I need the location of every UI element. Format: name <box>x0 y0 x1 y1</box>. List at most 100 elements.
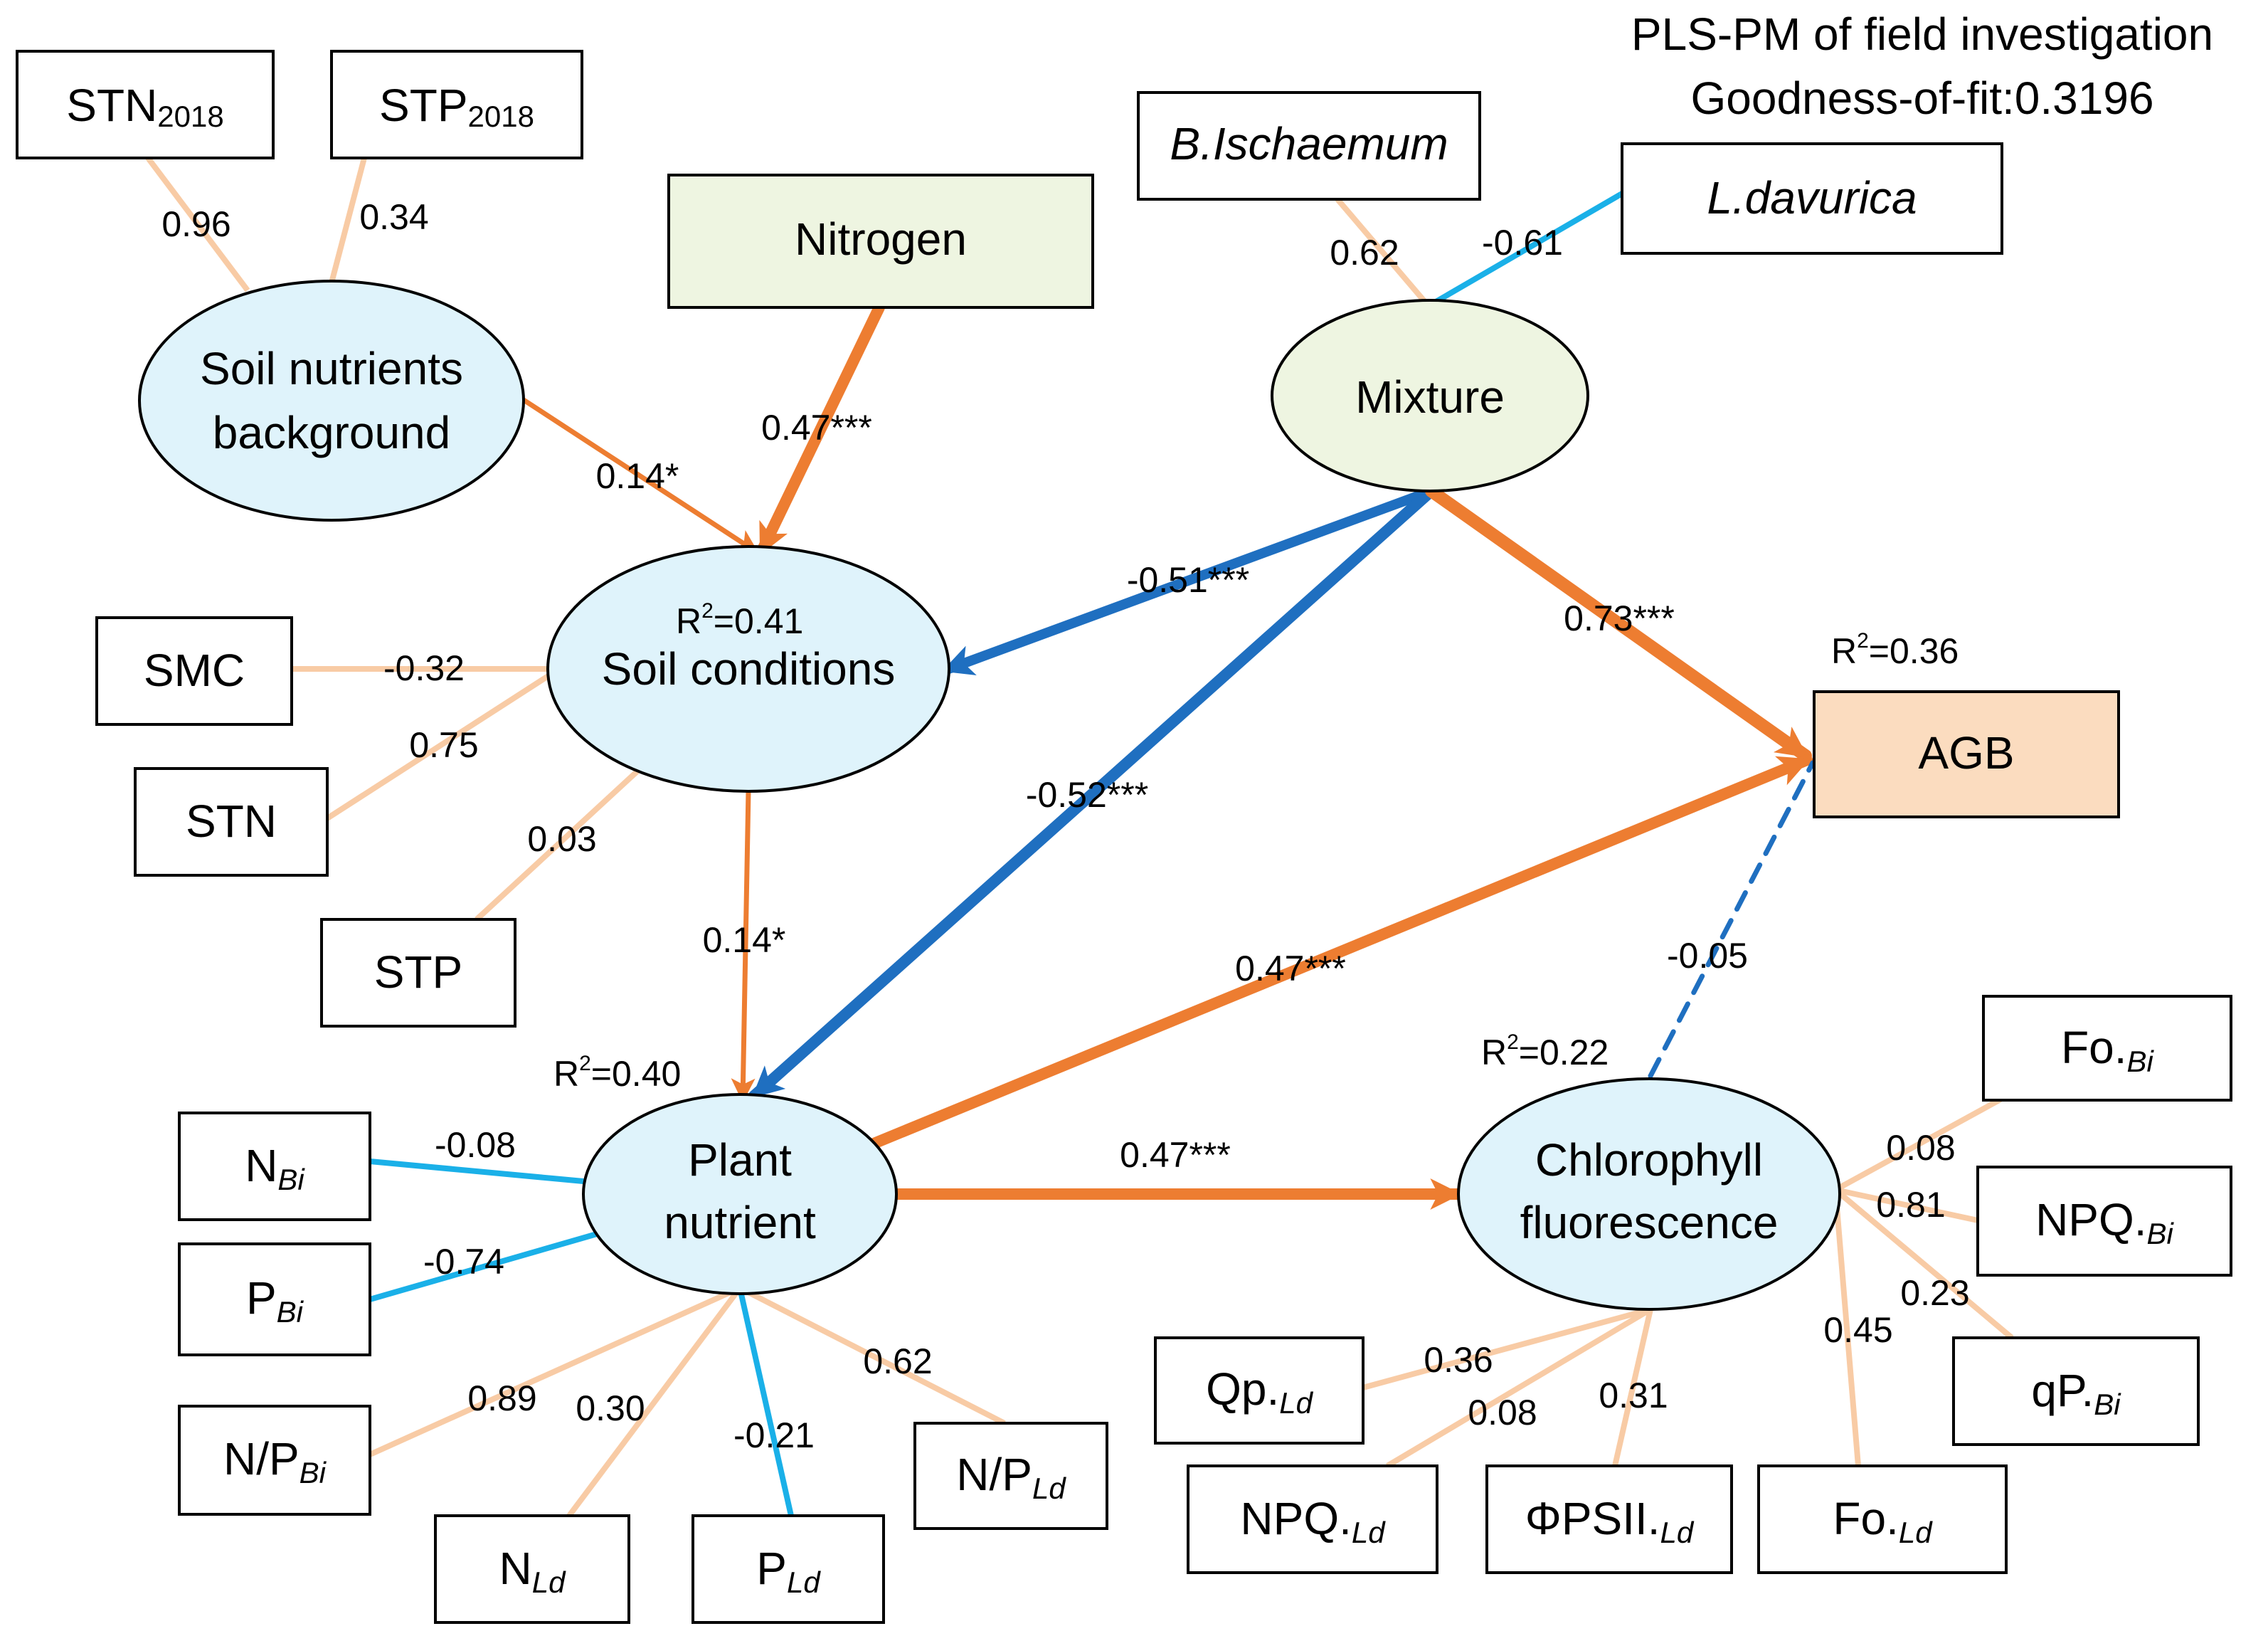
path-label-plant-to-agb: 0.47*** <box>1235 949 1346 988</box>
indicator-l-davurica: L.davurica <box>1621 142 2003 255</box>
loading-npq-bi: 0.81 <box>1876 1185 1945 1225</box>
indicator-stp: STP <box>320 918 516 1028</box>
agb-box: AGB R2=0.36 <box>1813 629 2120 818</box>
latent-snb: Soil nutrients background <box>138 280 525 522</box>
path-label-nitrogen-to-soil: 0.47*** <box>761 408 872 448</box>
svg-text:N/PBi: N/PBi <box>223 1433 327 1489</box>
loading-line-npq-ld <box>1385 1307 1653 1469</box>
loading-line-np-bi <box>369 1285 741 1457</box>
indicator-n-bi: NBi <box>178 1112 371 1221</box>
path-arrow-plant-to-agb <box>859 754 1813 1153</box>
path-arrow-mixture-to-plant <box>748 485 1437 1102</box>
indicator-b-ischaemum: B.Ischaemum <box>1137 91 1481 201</box>
loading-lines <box>145 156 2014 1518</box>
svg-text:Qp.Ld: Qp.Ld <box>1206 1363 1314 1420</box>
title-block: PLS-PM of field investigation Goodness-o… <box>1631 9 2213 124</box>
path-arrow-mixture-to-soil <box>940 486 1436 675</box>
path-labels: 0.14* 0.47*** -0.51*** 0.73*** -0.52*** … <box>596 408 1748 1175</box>
loading-line-phipsii-ld <box>1612 1309 1653 1467</box>
indicator-stn: STN <box>134 767 329 877</box>
loading-stn2018: 0.96 <box>161 204 230 244</box>
loading-qp-ld: 0.36 <box>1424 1340 1493 1380</box>
indicator-npq-bi: NPQ.Bi <box>1976 1166 2232 1277</box>
loading-qp-bi: 0.23 <box>1900 1273 1969 1313</box>
loading-stp: 0.03 <box>527 819 596 859</box>
indicator-np-ld: N/PLd <box>913 1422 1108 1530</box>
svg-text:Fo.Ld: Fo.Ld <box>1833 1493 1933 1549</box>
svg-text:NPQ.Ld: NPQ.Ld <box>1240 1493 1386 1549</box>
chl-label-line2: fluorescence <box>1520 1197 1779 1248</box>
soil-conditions-label: Soil conditions <box>602 643 896 695</box>
svg-text:NBi: NBi <box>245 1140 305 1196</box>
title-line1: PLS-PM of field investigation <box>1631 9 2213 60</box>
loading-line-fo-bi <box>1834 1097 2002 1193</box>
svg-text:ΦPSII.Ld: ΦPSII.Ld <box>1525 1493 1695 1549</box>
latent-chlorophyll-fluorescence: Chlorophyll fluorescence R2=0.22 <box>1457 1030 1841 1311</box>
latent-snb-label-line2: background <box>213 407 450 458</box>
path-arrow-chl-to-agb <box>1648 760 1816 1079</box>
nitrogen-label: Nitrogen <box>795 213 967 265</box>
loading-labels: 0.96 0.34 0.62 -0.61 -0.32 0.75 0.03 -0.… <box>161 197 1969 1455</box>
loading-fo-bi: 0.08 <box>1886 1128 1955 1168</box>
latent-soil-conditions: R2=0.41 Soil conditions <box>546 545 950 793</box>
loading-line-stn <box>325 666 561 821</box>
loading-n-ld: 0.30 <box>576 1388 645 1428</box>
latent-mixture: Mixture <box>1271 299 1589 492</box>
loading-p-bi: -0.74 <box>423 1242 504 1282</box>
loading-fo-ld: 0.45 <box>1823 1310 1892 1350</box>
path-label-mixture-to-plant: -0.52*** <box>1026 775 1148 815</box>
indicator-stp2018: STP2018 <box>330 50 583 159</box>
loading-line-npq-bi <box>1835 1187 1978 1223</box>
svg-text:STP: STP <box>374 946 462 998</box>
indicator-smc: SMC <box>95 616 293 726</box>
svg-text:NLd: NLd <box>499 1543 567 1599</box>
loading-line-qp-bi <box>1833 1187 2014 1341</box>
indicator-fo-bi: Fo.Bi <box>1982 995 2232 1102</box>
latent-plant-nutrient: Plant nutrient R2=0.40 <box>553 1052 898 1295</box>
indicator-qp-ld: Qp.Ld <box>1154 1336 1364 1445</box>
loading-line-l-davurica <box>1426 191 1624 309</box>
indicator-n-ld: NLd <box>434 1514 630 1624</box>
loading-line-fo-ld <box>1833 1189 1861 1467</box>
nitrogen-box: Nitrogen <box>667 174 1094 309</box>
loading-stn: 0.75 <box>409 725 478 765</box>
path-arrow-nitrogen-to-soil <box>756 302 885 558</box>
latent-snb-label-line1: Soil nutrients <box>200 343 463 394</box>
loading-line-p-ld <box>737 1287 794 1516</box>
loading-line-n-bi <box>369 1158 584 1184</box>
path-label-mixture-to-agb: 0.73*** <box>1564 598 1675 638</box>
plant-nutrient-label-line2: nutrient <box>664 1197 816 1248</box>
svg-text:NPQ.Bi: NPQ.Bi <box>2035 1194 2174 1250</box>
mixture-label: Mixture <box>1355 371 1505 423</box>
loading-l-davurica: -0.61 <box>1482 223 1563 263</box>
svg-text:qP.Bi: qP.Bi <box>2031 1365 2121 1421</box>
loading-p-ld: -0.21 <box>733 1415 815 1455</box>
svg-text:N/PLd: N/PLd <box>956 1449 1066 1505</box>
loading-line-qp-ld <box>1362 1307 1652 1390</box>
loading-npq-ld: 0.08 <box>1468 1393 1537 1432</box>
loading-phipsii-ld: 0.31 <box>1599 1376 1668 1415</box>
indicator-phipsii-ld: ΦPSII.Ld <box>1485 1464 1733 1574</box>
path-label-mixture-to-soil: -0.51*** <box>1127 560 1249 600</box>
agb-label: AGB <box>1918 727 2014 778</box>
svg-text:PLd: PLd <box>756 1543 821 1599</box>
indicator-stn2018: STN2018 <box>16 50 275 159</box>
loading-line-stp2018 <box>327 157 367 290</box>
loading-line-p-bi <box>369 1230 603 1302</box>
svg-text:Fo.Bi: Fo.Bi <box>2061 1022 2154 1078</box>
svg-text:STN2018: STN2018 <box>66 80 223 133</box>
loading-np-bi: 0.89 <box>467 1378 536 1418</box>
svg-text:B.Ischaemum: B.Ischaemum <box>1170 118 1448 169</box>
svg-text:L.davurica: L.davurica <box>1707 172 1917 223</box>
indicator-qp-bi: qP.Bi <box>1952 1336 2200 1446</box>
loading-smc: -0.32 <box>383 648 465 688</box>
svg-text:SMC: SMC <box>144 645 245 696</box>
title-line2: Goodness-of-fit:0.3196 <box>1690 73 2153 124</box>
agb-r2: R2=0.36 <box>1831 629 1959 671</box>
loading-stp2018: 0.34 <box>359 197 428 237</box>
path-label-chl-to-agb: -0.05 <box>1667 936 1748 976</box>
chl-label-line1: Chlorophyll <box>1535 1134 1763 1186</box>
path-label-soil-to-plant: 0.14* <box>703 920 786 960</box>
path-arrows <box>521 302 1816 1210</box>
indicator-p-bi: PBi <box>178 1242 371 1356</box>
